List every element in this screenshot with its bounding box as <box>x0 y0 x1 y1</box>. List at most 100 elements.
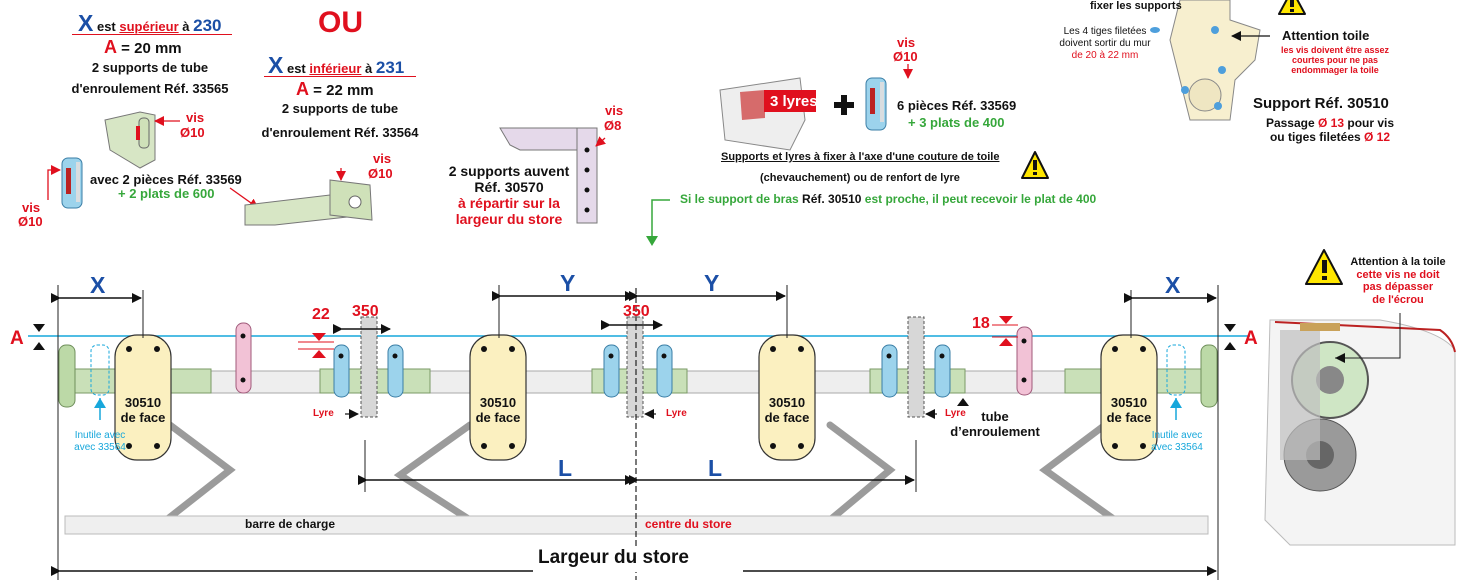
inutile-right: Inutile avec avec 33564 <box>1133 430 1221 453</box>
blue-brackets <box>333 344 951 398</box>
passage-line1: Passage Ø 13 pour vis <box>1250 116 1410 131</box>
face-supports <box>114 334 1158 461</box>
end-cap-left <box>58 344 76 408</box>
superieur-label: supérieur <box>119 19 179 34</box>
dim-a-left: A <box>10 328 24 349</box>
dim-350-center: 350 <box>623 303 650 320</box>
right-note-4: de l'écrou <box>1372 293 1424 306</box>
dim-l-right: L <box>708 455 723 481</box>
passage-c: pour vis <box>1347 116 1395 130</box>
a-22-line: A = 22 mm <box>296 79 374 100</box>
passage-a: Passage <box>1265 116 1315 130</box>
face-3-ref: 30510 <box>768 395 806 410</box>
attention-toile: Attention toile <box>1282 28 1370 43</box>
d10-label-3: Ø10 <box>368 166 393 181</box>
bracket-33564-icon <box>244 179 373 226</box>
face-label-4: 30510 de face <box>1101 395 1157 426</box>
face-label-1: 30510 de face <box>115 395 171 426</box>
inutile-left: Inutile avec avec 33564 <box>56 430 144 453</box>
centre-label: centre du store <box>645 517 732 531</box>
cassette-side-view-icon <box>1264 319 1456 546</box>
bras-note-c: est proche, il peut recevoir le plat de … <box>864 192 1097 206</box>
supports-33564-text: 2 supports de tube d'enroulement Réf. 33… <box>250 101 430 141</box>
support-30510-label: Support Réf. 30510 <box>1253 95 1389 112</box>
inutile-left-2: avec 33564 <box>74 441 126 453</box>
d10-label-2: Ø10 <box>18 214 43 229</box>
warning-icon-right <box>1305 249 1343 285</box>
blue-piece-33569-icon <box>61 157 83 209</box>
lyre-positions <box>360 316 925 418</box>
dim-y-left: Y <box>560 270 576 296</box>
x-label: X <box>78 10 94 36</box>
fixer-supports-text: fixer les supports <box>1090 0 1182 12</box>
lyre-label-1: Lyre <box>313 408 334 419</box>
dim-y-right: Y <box>704 270 720 296</box>
face-3-text: de face <box>764 409 810 425</box>
lyre-label-2: Lyre <box>666 408 687 419</box>
lyres-note2: (chevauchement) ou de renfort de lyre <box>760 172 960 184</box>
pieces-33569-text: avec 2 pièces Réf. 33569 <box>90 172 242 187</box>
a-label-2: A <box>296 79 309 99</box>
att-line1: les vis doivent être assez <box>1280 45 1390 55</box>
bras-note-a: Si le support de bras <box>680 192 799 206</box>
face-2-text: de face <box>475 409 521 425</box>
dim-a-right: A <box>1244 328 1258 349</box>
face-4-ref: 30510 <box>1110 395 1148 410</box>
a-word-2: à <box>365 61 373 76</box>
supports-33565-line1: 2 supports de tube <box>91 60 209 75</box>
face-1-ref: 30510 <box>124 395 162 410</box>
supports-33564-line2: d'enroulement Réf. 33564 <box>261 124 419 140</box>
plats-400-text: + 3 plats de 400 <box>908 115 1005 130</box>
face-label-3: 30510 de face <box>759 395 815 426</box>
right-note-3: pas dépasser <box>1362 281 1434 294</box>
dim-22: 22 <box>312 306 330 323</box>
x-inf-line: X est inférieur à 231 <box>268 52 404 78</box>
passage-line2: ou tiges filetées Ø 12 <box>1250 130 1410 145</box>
divider-2 <box>264 76 416 77</box>
largeur-bg <box>533 546 743 572</box>
lyres-icon <box>719 77 816 151</box>
support-30510-icon <box>1169 0 1261 121</box>
auvent-bracket-left <box>235 322 252 394</box>
inutile-right-2: avec 33564 <box>1151 441 1203 453</box>
pieces-33569-text-2: 6 pièces Réf. 33569 <box>897 98 1017 113</box>
passage-b: Ø 13 <box>1318 116 1345 130</box>
a-word: à <box>182 19 190 34</box>
arms <box>156 421 1119 529</box>
inutile-box-right <box>1166 344 1186 396</box>
face-4-text: de face <box>1106 409 1152 425</box>
tube-label: tube d’enroulement <box>940 409 1050 440</box>
lyres-count: 3 lyres <box>770 93 818 110</box>
auvent-30570-icon <box>499 127 598 224</box>
auvent-line4: largeur du store <box>455 211 563 228</box>
est-label: est <box>96 19 116 34</box>
inutile-box-left <box>90 344 110 396</box>
x-label-2: X <box>268 52 284 78</box>
a-20-line: A = 20 mm <box>104 37 182 58</box>
auvent-bracket-right <box>1016 326 1033 396</box>
x-sup-line: X est supérieur à 230 <box>78 10 222 36</box>
supports-33564-line1: 2 supports de tube <box>281 101 399 116</box>
d10-label-5: Ø10 <box>893 49 918 64</box>
dim-x-right: X <box>1165 272 1181 298</box>
inutile-right-1: Inutile avec <box>1151 430 1203 441</box>
largeur-label: Largeur du store <box>538 547 689 568</box>
barre-label: barre de charge <box>245 517 336 531</box>
tiges-line2: doivent sortir du mur <box>1059 38 1151 49</box>
blue-piece-33569-icon-2 <box>865 77 887 131</box>
value-231: 231 <box>375 58 405 77</box>
tiges-line3: de 20 à 22 mm <box>1071 50 1139 61</box>
dim-350-left: 350 <box>352 303 379 320</box>
right-note-2: cette vis ne doit <box>1356 268 1440 281</box>
vis-label: vis <box>186 110 205 125</box>
ou-label: OU <box>318 6 363 39</box>
tiges-line1: Les 4 tiges filetées <box>1063 26 1147 37</box>
right-note-1: Attention à la toile <box>1350 256 1446 268</box>
dim-l-left: L <box>558 455 573 481</box>
est-label-2: est <box>286 61 306 76</box>
vis-label-5: vis <box>897 35 916 50</box>
a-label: A <box>104 37 117 57</box>
face-2-ref: 30510 <box>479 395 517 410</box>
lyre-label-3: Lyre <box>945 408 966 419</box>
passage-e: Ø 12 <box>1364 130 1391 144</box>
